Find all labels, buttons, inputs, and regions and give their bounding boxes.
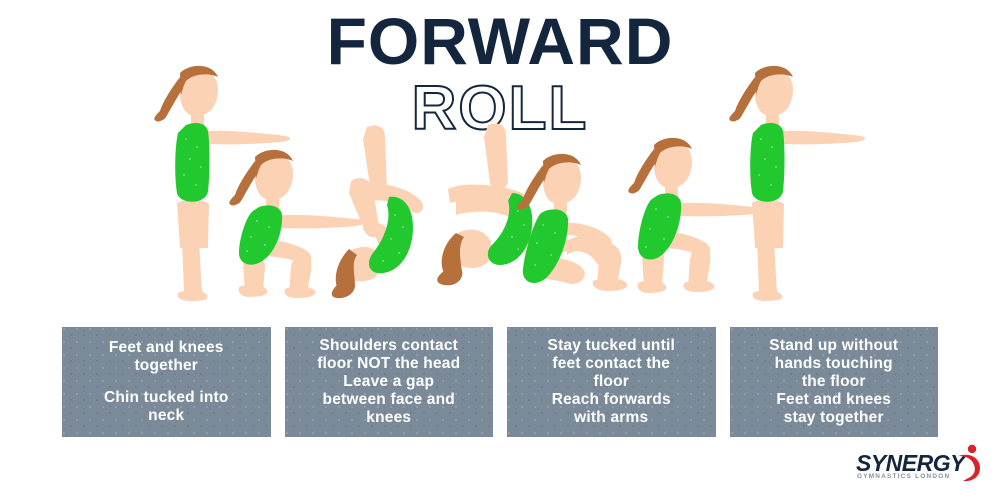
caption-box-1: Feet and knees together Chin tucked into…: [62, 327, 271, 437]
caption-row: Feet and knees together Chin tucked into…: [62, 327, 938, 437]
logo-figure-icon: [958, 444, 980, 482]
caption-1-text-a: Feet and knees together: [108, 338, 224, 374]
caption-1-text-b: Chin tucked into neck: [103, 389, 229, 425]
caption-box-2: Shoulders contact floor NOT the head Lea…: [285, 327, 494, 437]
caption-box-4: Stand up without hands touching the floo…: [730, 327, 939, 437]
caption-2-text: Shoulders contact floor NOT the head Lea…: [317, 336, 461, 427]
figure-2-squat: [229, 149, 365, 298]
figure-6-squat-rise: [628, 137, 764, 293]
figure-sequence: [0, 55, 1000, 305]
logo-tagline: GYMNASTICS LONDON: [857, 473, 951, 480]
figure-7-stand-finish: [729, 65, 866, 301]
figure-5-seated-tuck: [517, 153, 628, 291]
caption-4-text: Stand up without hands touching the floo…: [769, 336, 899, 427]
caption-box-3: Stay tucked until feet contact the floor…: [507, 327, 716, 437]
figure-3-tuck-invert: [331, 125, 424, 299]
figure-4-roll-over: [437, 123, 533, 286]
figure-1-stand-arms-forward: [154, 65, 291, 301]
logo-wordmark: SYNERGY: [856, 450, 965, 476]
caption-3-text: Stay tucked until feet contact the floor…: [547, 336, 675, 427]
synergy-logo: SYNERGY GYMNASTICS LONDON: [856, 444, 984, 490]
